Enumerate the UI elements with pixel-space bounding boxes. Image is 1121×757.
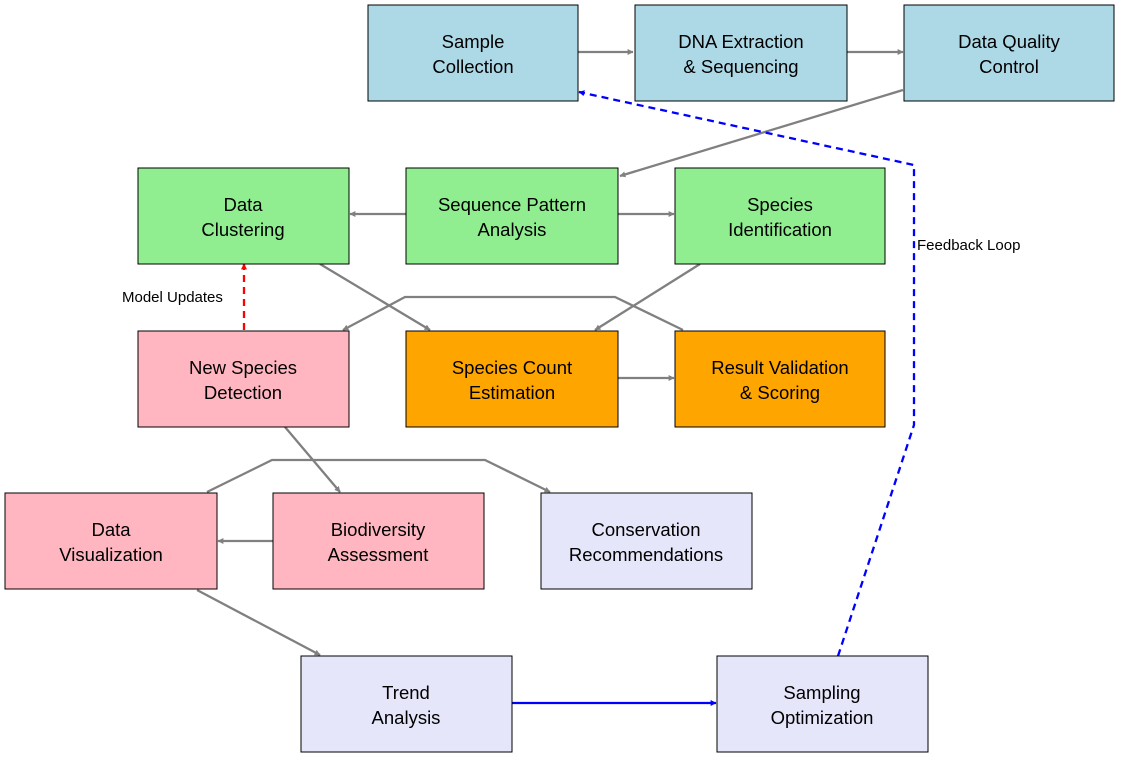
node-label-line: Trend (382, 682, 430, 703)
node-label-line: Estimation (469, 382, 555, 403)
node-label-line: Identification (728, 219, 832, 240)
edge-visualization-to-trend (196, 588, 321, 657)
node-data-visualization[interactable]: Data Visualization (4, 492, 218, 590)
edge-validation-to-newspecies (342, 295, 684, 332)
edges (196, 49, 916, 706)
edge-sampling-to-sample-feedback (578, 90, 916, 657)
node-label-line: Collection (432, 56, 513, 77)
node-label-line: Sampling (783, 682, 860, 703)
edge-clustering-to-count (319, 263, 431, 331)
node-label-line: Conservation (591, 519, 700, 540)
node-label-line: Assessment (328, 544, 429, 565)
node-sampling-optimization[interactable]: Sampling Optimization (716, 655, 929, 753)
node-label-line: Species (747, 194, 813, 215)
node-trend-analysis[interactable]: Trend Analysis (300, 655, 513, 753)
node-label-line: Control (979, 56, 1039, 77)
node-label-line: & Sequencing (683, 56, 798, 77)
edge-label-feedback-loop: Feedback Loop (917, 237, 1020, 254)
edge-identification-to-count (594, 263, 701, 331)
node-label-line: Sequence Pattern (438, 194, 586, 215)
node-label-line: Clustering (201, 219, 284, 240)
node-conservation-recommendations[interactable]: Conservation Recommendations (540, 492, 753, 590)
node-label-line: Data Quality (958, 31, 1061, 52)
edge-quality-to-sequence (619, 88, 904, 178)
node-label-line: New Species (189, 357, 297, 378)
node-data-clustering[interactable]: Data Clustering (137, 167, 350, 265)
node-label-line: Optimization (771, 707, 874, 728)
node-dna-extraction[interactable]: DNA Extraction & Sequencing (634, 4, 848, 102)
node-new-species-detection[interactable]: New Species Detection (137, 330, 350, 428)
node-label-line: Species Count (452, 357, 572, 378)
node-label-line: Result Validation (711, 357, 848, 378)
node-label-line: Recommendations (569, 544, 723, 565)
node-result-validation[interactable]: Result Validation & Scoring (674, 330, 886, 428)
node-label-line: Biodiversity (331, 519, 426, 540)
node-sequence-pattern-analysis[interactable]: Sequence Pattern Analysis (405, 167, 619, 265)
node-species-count-estimation[interactable]: Species Count Estimation (405, 330, 619, 428)
node-data-quality-control[interactable]: Data Quality Control (903, 4, 1115, 102)
node-label-line: Data (91, 519, 131, 540)
node-label-line: Visualization (59, 544, 163, 565)
node-label-line: Data (223, 194, 263, 215)
node-label-line: DNA Extraction (678, 31, 803, 52)
edge-label-model-updates: Model Updates (122, 289, 223, 306)
node-label-line: Analysis (372, 707, 441, 728)
edge-visualization-to-conservation (206, 458, 551, 494)
node-label-line: Detection (204, 382, 282, 403)
node-label-line: Analysis (478, 219, 547, 240)
node-biodiversity-assessment[interactable]: Biodiversity Assessment (272, 492, 485, 590)
node-sample-collection[interactable]: Sample Collection (367, 4, 579, 102)
node-label-line: Sample (442, 31, 505, 52)
node-species-identification[interactable]: Species Identification (674, 167, 886, 265)
node-label-line: & Scoring (740, 382, 820, 403)
